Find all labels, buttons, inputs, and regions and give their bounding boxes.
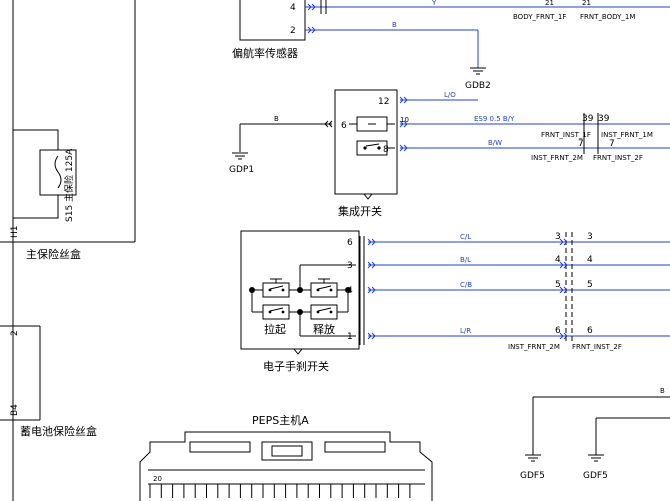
wire-b-int: B	[274, 115, 279, 123]
ground-gdp1: GDP1	[229, 165, 254, 175]
integrated-switch	[239, 89, 670, 200]
peps-label: PEPS主机A	[252, 413, 309, 427]
epb-lift-label: 拉起	[264, 322, 286, 336]
epb-switch	[240, 230, 670, 355]
conn-c6a: 6	[555, 326, 561, 336]
wire-bl: B/L	[460, 256, 471, 264]
wire-bw: B/W	[488, 139, 502, 147]
ground-gdb2: GDB2	[465, 81, 491, 91]
fuse-label: S15 主保险 125A	[63, 148, 75, 222]
peps-connector	[139, 431, 433, 501]
pin-yaw-2: 2	[290, 26, 296, 36]
pin-epb-3: 3	[347, 261, 353, 271]
pin-int-6: 6	[341, 121, 347, 131]
conn-c5a: 5	[555, 280, 561, 290]
fuse-symbol	[39, 149, 77, 196]
pin-int-12: 12	[378, 97, 389, 107]
pin-main-h1: H1	[10, 226, 20, 239]
conn-c6b: 6	[587, 326, 593, 336]
conn-body-21a: 21	[545, 0, 554, 7]
pin-bat-2: 2	[10, 330, 20, 336]
battery-fuse-box	[0, 325, 41, 421]
conn-frnt-inst-2f-b: FRNT_INST_2F	[572, 343, 622, 351]
yaw-sensor	[239, 0, 670, 68]
pin-int-10: 10	[400, 116, 409, 124]
pin-bat-b4: B4	[10, 404, 20, 416]
conn-inst-frnt-1m: INST_FRNT_1M	[601, 131, 653, 139]
conn-c3b: 3	[587, 232, 593, 242]
conn-c3a: 3	[555, 232, 561, 242]
yaw-sensor-label: 偏航率传感器	[232, 46, 298, 60]
conn-inst-7a: 7	[578, 139, 584, 149]
pin-epb-1: 1	[347, 332, 353, 342]
conn-inst-frnt-2m-a: INST_FRNT_2M	[531, 154, 583, 162]
main-fuse-box-label: 主保险丝盒	[26, 247, 81, 261]
ground-gdf5-a: GDF5	[520, 471, 545, 481]
conn-body-21b: 21	[582, 0, 591, 7]
battery-fuse-box-label: 蓄电池保险丝盒	[20, 424, 97, 438]
pin-epb-4: 4	[347, 286, 353, 296]
epb-switch-label: 电子手刹开关	[263, 359, 329, 373]
wire-b-yaw: B	[392, 21, 397, 29]
conn-frnt-inst-2f-a: FRNT_INST_2F	[593, 154, 643, 162]
ground-gdf5-b: GDF5	[583, 471, 608, 481]
wire-b-right: B	[660, 387, 665, 395]
gdb2-ground-icon	[470, 67, 486, 75]
wire-lr: L/R	[460, 327, 471, 335]
wire-lo: L/O	[444, 91, 456, 99]
epb-release-label: 释放	[313, 322, 335, 336]
wire-cl: C/L	[460, 233, 471, 241]
wire-cb: C/B	[460, 281, 472, 289]
conn-c4b: 4	[587, 255, 593, 265]
integrated-switch-label: 集成开关	[338, 204, 382, 218]
conn-frnt-inst-1f: FRNT_INST_1F	[541, 131, 591, 139]
conn-c4a: 4	[555, 255, 561, 265]
gdp1-ground-icon	[232, 152, 248, 160]
main-fuse-box	[0, 0, 136, 501]
conn-c5b: 5	[587, 280, 593, 290]
gdf5-wiring	[525, 396, 670, 462]
conn-inst-frnt-2m-b: INST_FRNT_2M	[508, 343, 560, 351]
conn-inst-39a: 39	[582, 114, 594, 124]
pin-epb-6: 6	[347, 238, 353, 248]
conn-inst-39b: 39	[598, 114, 610, 124]
conn-inst-7b: 7	[609, 139, 615, 149]
wire-y: Y	[431, 0, 437, 7]
pin-yaw-4: 4	[290, 3, 296, 13]
conn-body-frnt-1f: BODY_FRNT_1F	[513, 13, 566, 21]
wire-es9: ES9 0.5 B/Y	[474, 115, 515, 123]
conn-body-frnt-1m: FRNT_BODY_1M	[580, 13, 635, 21]
pin-peps-20: 20	[153, 475, 162, 483]
pin-int-8: 8	[383, 145, 389, 155]
